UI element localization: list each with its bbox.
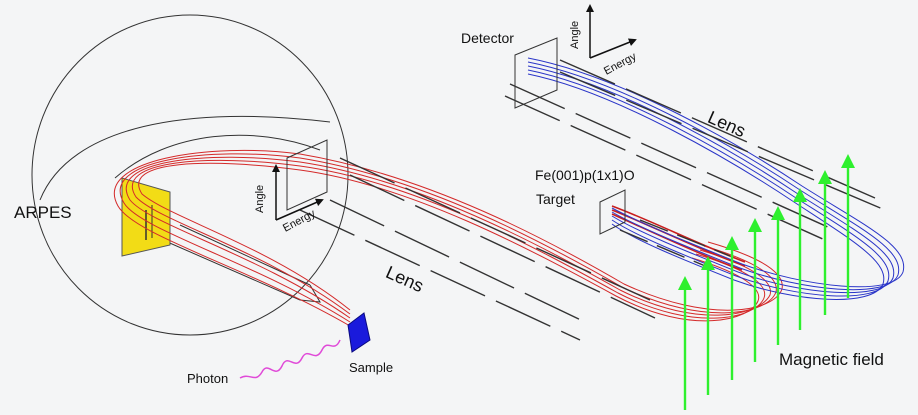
angle-axis-label-2: Angle: [569, 20, 581, 49]
target-material-label: Fe(001)p(1x1)O: [535, 167, 635, 183]
magnetic-field-arrows-icon: [678, 154, 855, 410]
electron-paths-red: [114, 149, 783, 327]
magnetic-field-label: Magnetic field: [779, 350, 884, 369]
sample-label: Sample: [349, 360, 394, 375]
detector-frame: [514, 4, 637, 109]
target-label: Target: [536, 191, 575, 207]
photon-wave-icon: [239, 339, 341, 379]
detector-label: Detector: [461, 30, 514, 46]
sample-crystal-icon: [347, 312, 371, 353]
arpes-label: ARPES: [14, 203, 72, 222]
spin-target-frame: [599, 189, 626, 235]
photon-label: Photon: [187, 371, 229, 386]
arpes-detector-plate: [121, 177, 171, 257]
lens-1-rails: [299, 157, 656, 341]
target-lens-rails: [619, 219, 731, 269]
angle-axis-label-1: Angle: [254, 184, 266, 213]
analyzer-exit-frame: [272, 139, 328, 221]
